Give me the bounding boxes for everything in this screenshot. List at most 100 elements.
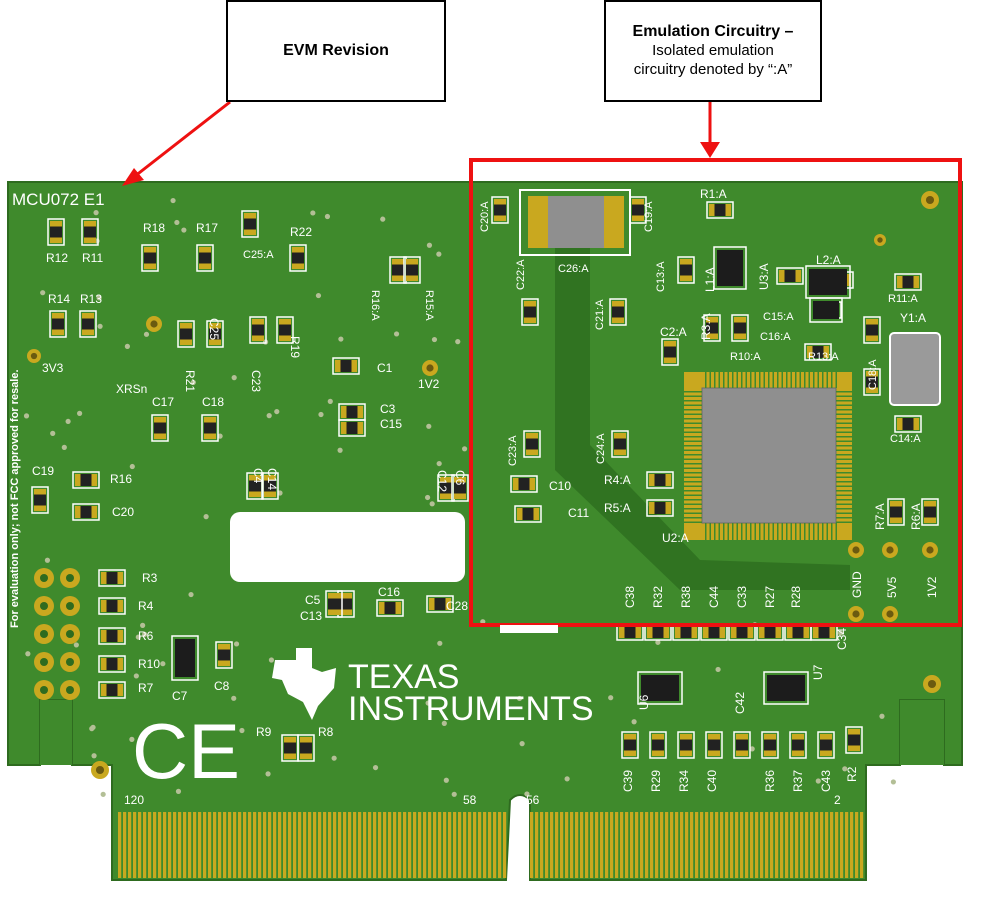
refdes-label: C17 <box>152 395 174 409</box>
test-pad <box>923 675 941 693</box>
smd-component <box>403 256 421 284</box>
smd-component <box>98 597 126 615</box>
refdes-label: R14 <box>48 292 70 306</box>
smd-component <box>887 498 905 526</box>
refdes-label: R9 <box>256 725 272 739</box>
smd-component <box>201 414 219 442</box>
callout-emulation-line2: circuitry denoted by “:A” <box>633 61 793 78</box>
refdes-label: C8 <box>214 679 230 693</box>
smd-component <box>49 310 67 338</box>
refdes-label: C14 <box>265 468 279 490</box>
header-pin <box>60 624 80 644</box>
refdes-label: C19 <box>32 464 54 478</box>
isolation-channel <box>555 198 850 590</box>
smd-component <box>817 731 835 759</box>
smd-component <box>804 343 832 361</box>
smd-component <box>151 414 169 442</box>
tp-1v2-label: 1V2 <box>418 377 440 391</box>
refdes-label: R27 <box>763 586 777 608</box>
mcu-pin-gaps <box>684 372 852 540</box>
refdes-label: C15:A <box>763 311 794 323</box>
smd-component <box>644 623 672 641</box>
refdes-label: R4 <box>138 599 154 613</box>
refdes-label: R1:A <box>700 187 727 201</box>
smd-component <box>733 731 751 759</box>
smd-component <box>451 474 469 502</box>
refdes-label: C14:A <box>890 433 921 445</box>
smd-component <box>98 681 126 699</box>
smd-component <box>332 357 360 375</box>
smd-component <box>31 486 49 514</box>
refdes-label: R12 <box>46 251 68 265</box>
smd-component <box>261 472 279 500</box>
capacitor-c26a <box>519 189 631 256</box>
smd-component <box>289 244 307 272</box>
ce-mark: CE <box>132 707 240 795</box>
smd-component <box>703 314 721 342</box>
crystal-y1a <box>889 332 941 406</box>
refdes-label: C16 <box>378 585 400 599</box>
refdes-label: R22 <box>290 225 312 239</box>
smd-component <box>196 244 214 272</box>
refdes-label: C20 <box>112 505 134 519</box>
test-pad <box>27 349 41 363</box>
smd-component <box>426 595 454 613</box>
smd-component <box>514 505 542 523</box>
header-pin <box>34 596 54 616</box>
refdes-label: C21:A <box>594 299 606 330</box>
smd-component <box>894 415 922 433</box>
smd-component <box>72 503 100 521</box>
arrow-emulation <box>700 102 720 158</box>
header-pin <box>60 652 80 672</box>
smd-component <box>510 475 538 493</box>
refdes-label: Y1:A <box>900 311 926 325</box>
header-pin <box>60 596 80 616</box>
refdes-label: R28 <box>789 586 803 608</box>
tp-xrsn-label: XRSn <box>116 382 147 396</box>
refdes-label: R36 <box>763 770 777 792</box>
smd-component <box>98 569 126 587</box>
refdes-label: C10 <box>549 479 571 493</box>
smd-component <box>845 726 863 754</box>
refdes-label: C11 <box>568 506 589 520</box>
refdes-label: C12 <box>435 470 449 492</box>
refdes-label: R6:A <box>909 503 923 530</box>
smd-component <box>491 196 509 224</box>
smd-component <box>677 731 695 759</box>
smd-component <box>376 599 404 617</box>
smd-component <box>609 298 627 326</box>
large-component <box>809 297 843 323</box>
smd-component <box>761 731 779 759</box>
refdes-label: C24:A <box>595 433 607 464</box>
smd-component <box>731 314 749 342</box>
refdes-label: R21 <box>183 370 197 392</box>
smd-component <box>98 627 126 645</box>
test-pad <box>921 191 939 209</box>
refdes-label: C19:A <box>643 201 655 232</box>
smd-component <box>649 731 667 759</box>
refdes-label: R15:A <box>423 290 435 321</box>
test-pad <box>848 606 864 622</box>
refdes-label: R2 <box>845 766 859 782</box>
tp-3v3-label: 3V3 <box>42 361 64 375</box>
refdes-label: C33 <box>735 586 749 608</box>
refdes-label: C43 <box>819 770 833 792</box>
refdes-label: L2:A <box>816 253 841 267</box>
edge-connector-left <box>118 812 507 878</box>
refdes-label: C28 <box>446 599 468 613</box>
refdes-label: R5:A <box>604 501 631 515</box>
smd-component <box>241 210 259 238</box>
smd-component <box>706 201 734 219</box>
test-point-pads <box>27 191 941 779</box>
refdes-label: C13:A <box>655 261 667 292</box>
large-component <box>637 671 683 705</box>
refdes-label: C20:A <box>479 201 491 232</box>
refdes-label: R37 <box>791 770 805 792</box>
tp-gnd-label: GND <box>850 571 864 598</box>
refdes-label: U2:A <box>662 531 689 545</box>
smd-component <box>297 734 315 762</box>
ti-brand-line2: Instruments <box>348 690 594 728</box>
smd-component <box>894 273 922 291</box>
refdes-label: C2:A <box>660 325 687 339</box>
